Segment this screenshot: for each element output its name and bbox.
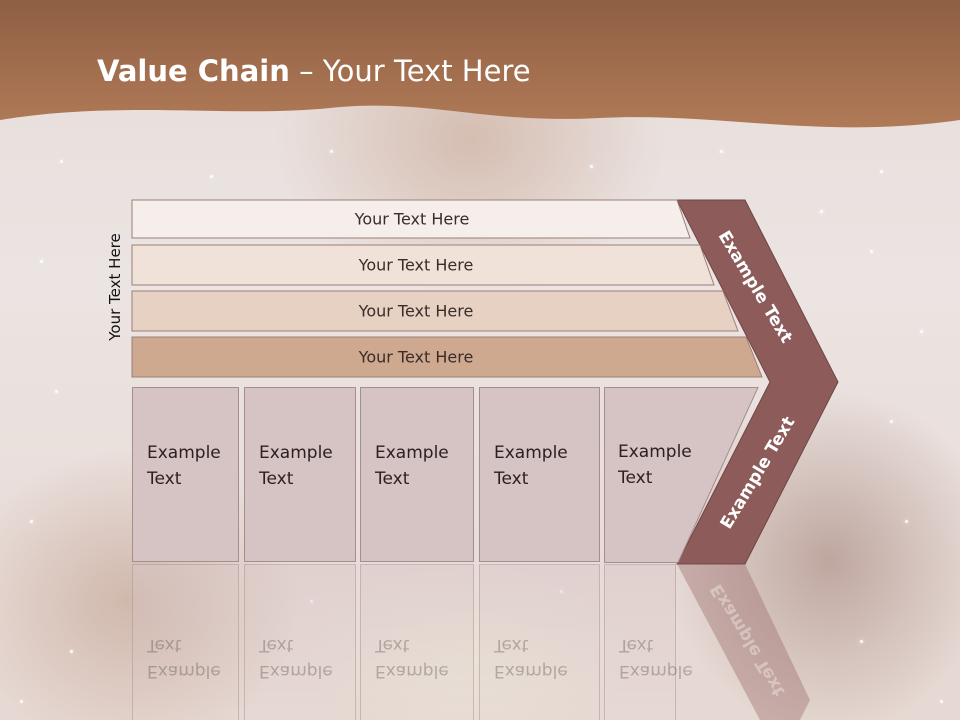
- row-1-label: Your Text Here: [354, 209, 470, 229]
- card-3-line1: Example: [375, 443, 449, 463]
- row-4-label: Your Text Here: [358, 347, 474, 367]
- card-2-line2: Text: [259, 469, 294, 489]
- card-5-line1: Example: [618, 442, 692, 462]
- card-4-line1: Example: [494, 443, 568, 463]
- card-5-shape: [604, 387, 759, 563]
- slide-title-bold: Value Chain: [97, 54, 290, 88]
- row-2: Your Text Here: [131, 244, 716, 286]
- row-1: Your Text Here: [131, 199, 692, 239]
- row-3-label: Your Text Here: [358, 301, 474, 321]
- card-5-reflection-line2: Text: [619, 635, 654, 655]
- card-1-reflection-line1: Example: [147, 661, 221, 681]
- row-3: Your Text Here: [131, 290, 740, 332]
- card-5-reflection-line1: Example: [619, 661, 693, 681]
- card-1-reflection-line2: Text: [147, 635, 182, 655]
- card-4-line2: Text: [494, 469, 529, 489]
- card-1-line1: Example: [147, 443, 221, 463]
- card-5-line2: Text: [618, 468, 653, 488]
- card-3-line2: Text: [375, 469, 410, 489]
- card-4-reflection-line1: Example: [494, 661, 568, 681]
- slide-title-rest: – Your Text Here: [289, 54, 531, 88]
- card-2-reflection: Example Text: [244, 564, 356, 720]
- row-2-label: Your Text Here: [358, 255, 474, 275]
- card-4-reflection-line2: Text: [494, 635, 529, 655]
- card-2-line1: Example: [259, 443, 333, 463]
- card-4-reflection: Example Text: [479, 564, 600, 720]
- card-3-reflection-line1: Example: [375, 661, 449, 681]
- card-2-reflection-line1: Example: [259, 661, 333, 681]
- card-3-reflection-line2: Text: [375, 635, 410, 655]
- row-4: Your Text Here: [131, 336, 764, 378]
- card-1-reflection: Example Text: [132, 564, 239, 720]
- card-2-reflection-line2: Text: [259, 635, 294, 655]
- card-5-reflection: Example Text: [604, 564, 693, 720]
- card-3-reflection: Example Text: [360, 564, 474, 720]
- header-banner: [0, 0, 960, 128]
- card-1-line2: Text: [147, 469, 182, 489]
- slide-title: Value Chain – Your Text Here: [97, 54, 531, 88]
